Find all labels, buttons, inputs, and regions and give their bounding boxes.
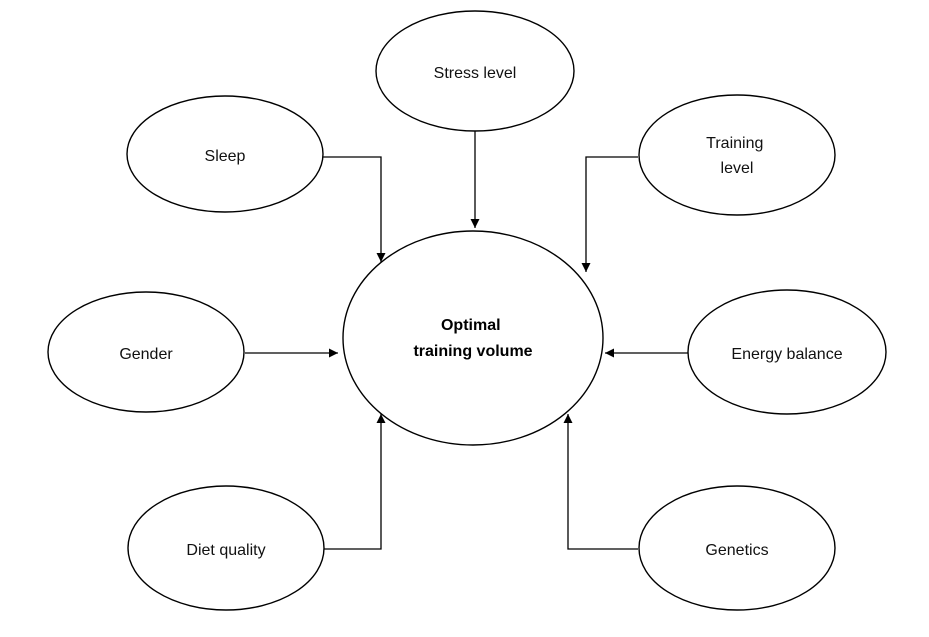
node-diet-quality: Diet quality bbox=[127, 485, 325, 611]
node-gender: Gender bbox=[47, 291, 245, 413]
svg-text:Genetics: Genetics bbox=[705, 542, 768, 559]
node-sleep: Sleep bbox=[126, 95, 324, 213]
node-optimal-training-volume: Optimal training volume bbox=[342, 230, 604, 446]
svg-text:Energy balance: Energy balance bbox=[731, 346, 842, 363]
svg-text:Gender: Gender bbox=[119, 346, 173, 363]
svg-text:Diet quality: Diet quality bbox=[186, 542, 265, 559]
node-energy-balance: Energy balance bbox=[687, 289, 887, 415]
node-genetics-label: Genetics bbox=[705, 542, 768, 559]
svg-text:Stress level: Stress level bbox=[434, 65, 517, 82]
edge-training-to-center bbox=[581, 156, 638, 272]
node-stress-level-label: Stress level bbox=[434, 65, 517, 82]
node-gender-label: Gender bbox=[119, 346, 173, 363]
node-genetics: Genetics bbox=[638, 485, 836, 611]
svg-text:Sleep: Sleep bbox=[205, 148, 246, 165]
center-label-line2: training volume bbox=[413, 343, 532, 360]
svg-text:Training level: Training level bbox=[706, 135, 768, 177]
svg-text:Optimal training volume: Optimal training volume bbox=[413, 317, 532, 360]
center-label-line1: Optimal bbox=[441, 317, 501, 334]
node-sleep-label: Sleep bbox=[205, 148, 246, 165]
edge-sleep-to-center bbox=[323, 156, 386, 262]
node-training-level-label-line2: level bbox=[721, 160, 754, 177]
node-stress-level: Stress level bbox=[375, 10, 575, 132]
edge-genetics-to-center bbox=[563, 414, 638, 550]
node-training-level-label-line1: Training bbox=[706, 135, 763, 152]
edge-diet-to-center bbox=[323, 414, 386, 550]
node-training-level: Training level bbox=[638, 94, 836, 216]
node-diet-quality-label: Diet quality bbox=[186, 542, 265, 559]
node-energy-balance-label: Energy balance bbox=[731, 346, 842, 363]
